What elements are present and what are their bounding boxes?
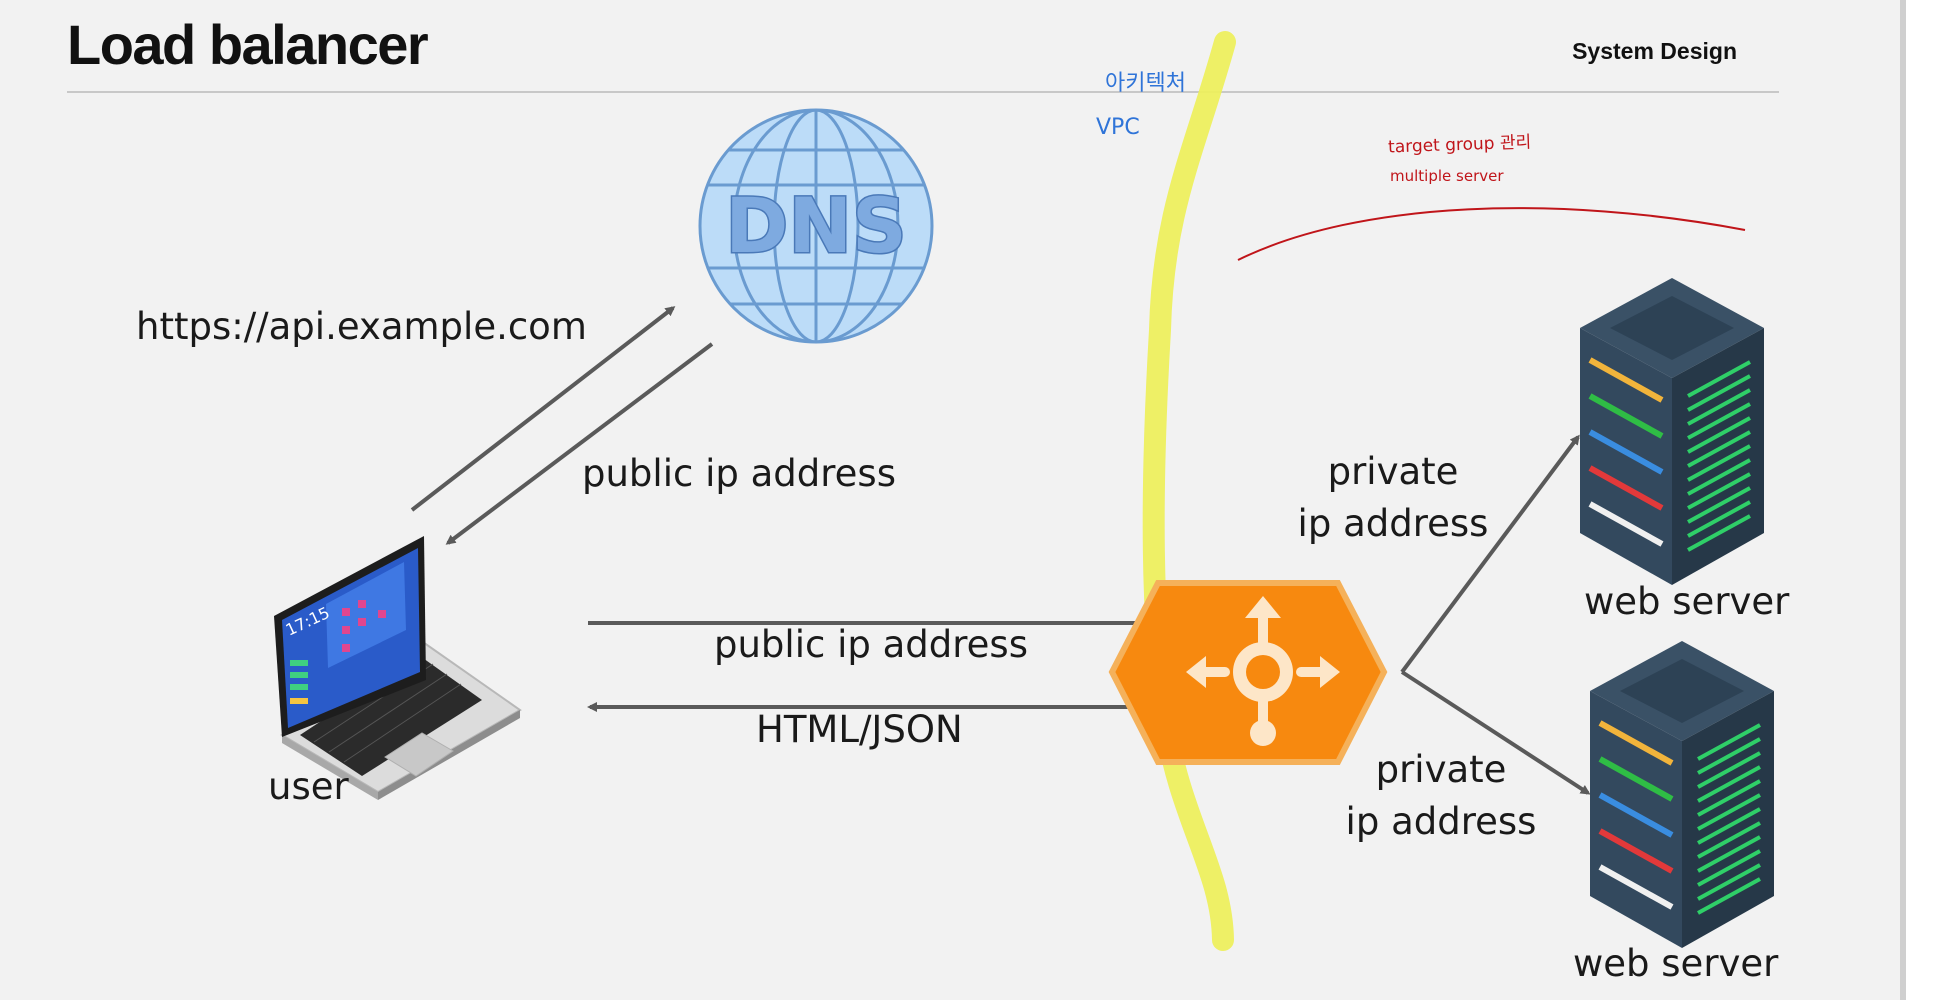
load-balancer-icon bbox=[1108, 580, 1388, 765]
dns-response-label: public ip address bbox=[582, 452, 896, 495]
course-name: System Design bbox=[1572, 38, 1737, 64]
request-label: public ip address bbox=[714, 623, 1028, 666]
dns-request-arrow bbox=[410, 306, 676, 512]
availability-zone-note: 아키텍처 bbox=[1105, 71, 1186, 96]
slide-title: Load balancer bbox=[67, 13, 429, 76]
window-edge bbox=[1900, 0, 1941, 1000]
dns-response-arrow bbox=[445, 342, 714, 545]
private-ip-bottom-label: private ip address bbox=[1346, 744, 1537, 848]
vpc-note: VPC bbox=[1096, 115, 1140, 140]
dns-logo-text: DNS bbox=[725, 181, 906, 270]
private-ip-top-line1: private bbox=[1327, 450, 1459, 493]
web-server-bottom-label: web server bbox=[1573, 942, 1779, 985]
target-group-note: target group 관리 bbox=[1387, 132, 1532, 158]
server-rack-icon bbox=[1580, 278, 1764, 585]
private-ip-top-line2: ip address bbox=[1297, 501, 1489, 545]
vpc-boundary-highlight bbox=[1142, 31, 1236, 951]
lb-to-server-bottom-arrow bbox=[1400, 670, 1591, 795]
server-rack-icon bbox=[1590, 641, 1774, 948]
laptop-icon: 17:15 bbox=[274, 536, 522, 800]
dns-globe-icon: DNS bbox=[698, 108, 934, 344]
slide: Load balancer System Design bbox=[67, 13, 1790, 985]
diagram-canvas: DNS bbox=[274, 31, 1774, 951]
dns-request-label: https://api.example.com bbox=[136, 305, 587, 348]
lb-to-server-top-arrow bbox=[1400, 434, 1580, 674]
target-group-arc bbox=[1237, 207, 1746, 261]
private-ip-bottom-line2: ip address bbox=[1345, 799, 1537, 843]
response-label: HTML/JSON bbox=[756, 708, 963, 751]
private-ip-top-label: private ip address bbox=[1298, 446, 1489, 550]
user-label: user bbox=[268, 765, 349, 808]
private-ip-bottom-line1: private bbox=[1375, 748, 1507, 791]
web-server-top-label: web server bbox=[1584, 580, 1790, 623]
title-divider bbox=[67, 91, 1779, 93]
multiple-server-note: multiple server bbox=[1390, 167, 1504, 185]
